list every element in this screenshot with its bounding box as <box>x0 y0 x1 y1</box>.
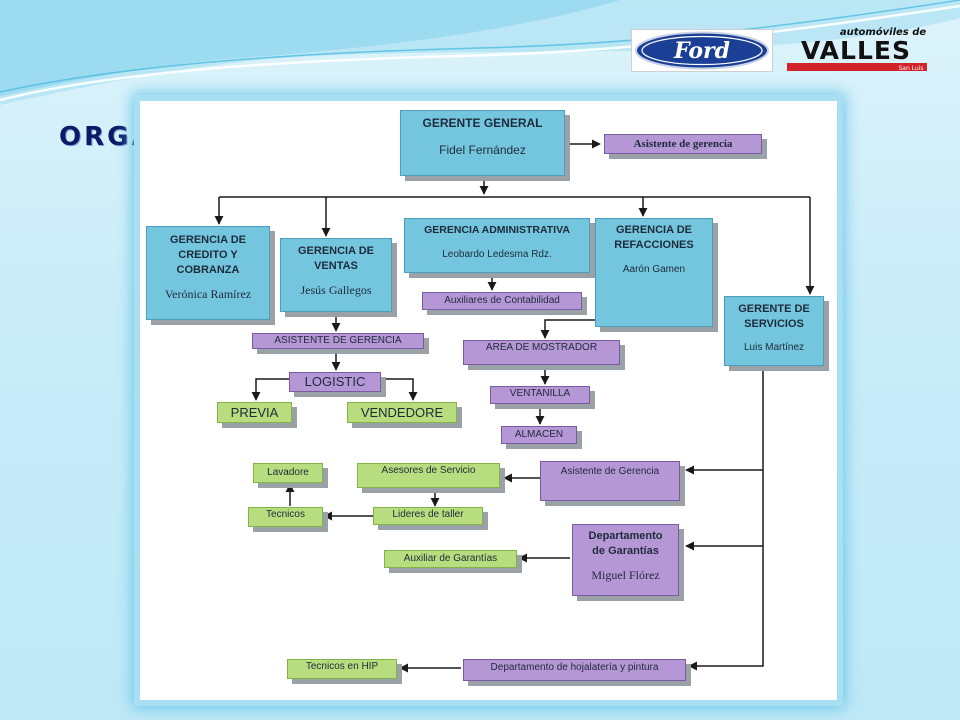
node-area-mostrador-title: AREA DE MOSTRADOR <box>485 342 598 353</box>
node-gerencia-refacciones: GERENCIA DE REFACCIONES Aarón Gamen <box>595 218 713 327</box>
node-gerente-general-title: GERENTE GENERAL <box>422 116 543 130</box>
node-ventanilla-title: VENTANILLA <box>509 388 571 399</box>
ford-logo-text: Ford <box>673 38 730 64</box>
edge-logistic-to-vendedore <box>381 378 418 401</box>
node-asistente-gerencia-servicio-title: Asistente de Gerencia <box>560 466 660 477</box>
node-previa-title: PREVIA <box>230 405 279 420</box>
node-tecnicos-hip: Tecnicos en HIP <box>287 659 397 679</box>
node-area-mostrador: AREA DE MOSTRADOR <box>463 340 620 365</box>
node-gerencia-credito-title-1: GERENCIA DE <box>170 234 246 246</box>
node-tecnicos-title: Tecnicos <box>266 509 305 520</box>
node-gerente-general: GERENTE GENERAL Fidel Fernández <box>400 110 565 176</box>
ford-logo: Ford <box>631 29 773 72</box>
node-gerencia-ventas: GERENCIA DE VENTAS Jesús Gallegos <box>280 238 392 312</box>
edge-refacciones-to-mostrador <box>540 319 595 339</box>
node-gerente-general-person: Fidel Fernández <box>439 143 526 157</box>
node-asistente-gerencia-ventas: ASISTENTE DE GERENCIA <box>252 333 424 349</box>
node-vendedore: VENDEDORE <box>347 402 457 423</box>
node-logistic: LOGISTIC <box>289 372 381 392</box>
node-departamento-garantias-title-2: de Garantías <box>592 545 659 557</box>
node-gerencia-ventas-person: Jesús Gallegos <box>300 283 372 297</box>
node-tecnicos-hip-title: Tecnicos en HIP <box>305 661 379 672</box>
node-almacen-title: ALMACEN <box>514 429 564 440</box>
node-gerente-servicios-title-1: GERENTE DE <box>738 303 810 315</box>
node-previa: PREVIA <box>217 402 292 423</box>
valles-logo-wordmark: VALLES <box>801 36 911 65</box>
node-lideres-taller-title: Lideres de taller <box>392 509 464 520</box>
valles-logo-tagline: automóviles de <box>840 26 927 38</box>
edge-logistic-to-previa <box>251 378 289 401</box>
node-asistente-gerencia-servicio: Asistente de Gerencia <box>540 461 680 501</box>
node-gerencia-credito: GERENCIA DE CREDITO Y COBRANZA Verónica … <box>146 226 270 320</box>
node-lideres-taller: Lideres de taller <box>373 507 483 525</box>
edge-servicios-trunk <box>688 366 764 671</box>
node-gerencia-credito-title-2: CREDITO Y <box>178 249 238 261</box>
background-swoosh-decoration <box>0 0 960 105</box>
node-departamento-garantias-person: Miguel Flórez <box>591 568 660 582</box>
node-asistente-gerencia-top-title: Asistente de gerencia <box>633 138 733 150</box>
node-departamento-hojalateria-title: Departamento de hojalatería y pintura <box>490 662 659 673</box>
node-departamento-garantias: Departamento de Garantías Miguel Flórez <box>572 524 679 596</box>
node-gerencia-ventas-title-1: GERENCIA DE <box>298 245 374 257</box>
node-gerencia-credito-person: Verónica Ramírez <box>164 287 252 301</box>
node-auxiliar-garantias-title: Auxiliar de Garantías <box>403 553 498 564</box>
node-asesores-servicio: Asesores de Servicio <box>357 463 500 488</box>
node-lavadore-title: Lavadore <box>267 467 309 478</box>
node-gerente-servicios-person: Luis Martínez <box>743 342 805 353</box>
node-asesores-servicio-title: Asesores de Servicio <box>381 465 476 476</box>
node-gerencia-refacciones-person: Aarón Gamen <box>622 264 686 275</box>
node-lavadore: Lavadore <box>253 463 323 483</box>
node-gerente-servicios-title-2: SERVICIOS <box>744 318 804 330</box>
node-almacen: ALMACEN <box>501 426 577 444</box>
node-auxiliares-contabilidad: Auxiliares de Contabilidad <box>422 292 582 310</box>
valles-logo: automóviles de VALLES San Luis <box>783 24 929 74</box>
node-auxiliares-contabilidad-title: Auxiliares de Contabilidad <box>444 295 560 306</box>
node-gerencia-credito-title-3: COBRANZA <box>176 264 240 276</box>
node-auxiliar-garantias: Auxiliar de Garantías <box>384 550 517 568</box>
node-gerencia-refacciones-title-2: REFACCIONES <box>614 239 694 251</box>
node-departamento-garantias-title-1: Departamento <box>588 530 663 542</box>
node-departamento-hojalateria: Departamento de hojalatería y pintura <box>463 659 686 681</box>
node-tecnicos: Tecnicos <box>248 507 323 527</box>
node-gerencia-refacciones-title-1: GERENCIA DE <box>616 224 692 236</box>
node-asistente-gerencia-ventas-title: ASISTENTE DE GERENCIA <box>274 335 402 346</box>
node-gerencia-administrativa: GERENCIA ADMINISTRATIVA Leobardo Ledesma… <box>404 218 590 273</box>
node-vendedore-title: VENDEDORE <box>360 405 444 420</box>
node-gerencia-ventas-title-2: VENTAS <box>314 260 358 272</box>
node-ventanilla: VENTANILLA <box>490 386 590 404</box>
node-gerencia-administrativa-title: GERENCIA ADMINISTRATIVA <box>424 224 570 236</box>
node-logistic-title: LOGISTIC <box>304 374 366 389</box>
node-gerencia-administrativa-person: Leobardo Ledesma Rdz. <box>442 249 552 260</box>
valles-logo-sub: San Luis <box>898 65 923 72</box>
node-gerente-servicios: GERENTE DE SERVICIOS Luis Martínez <box>724 296 824 366</box>
node-asistente-gerencia-top: Asistente de gerencia <box>604 134 762 154</box>
